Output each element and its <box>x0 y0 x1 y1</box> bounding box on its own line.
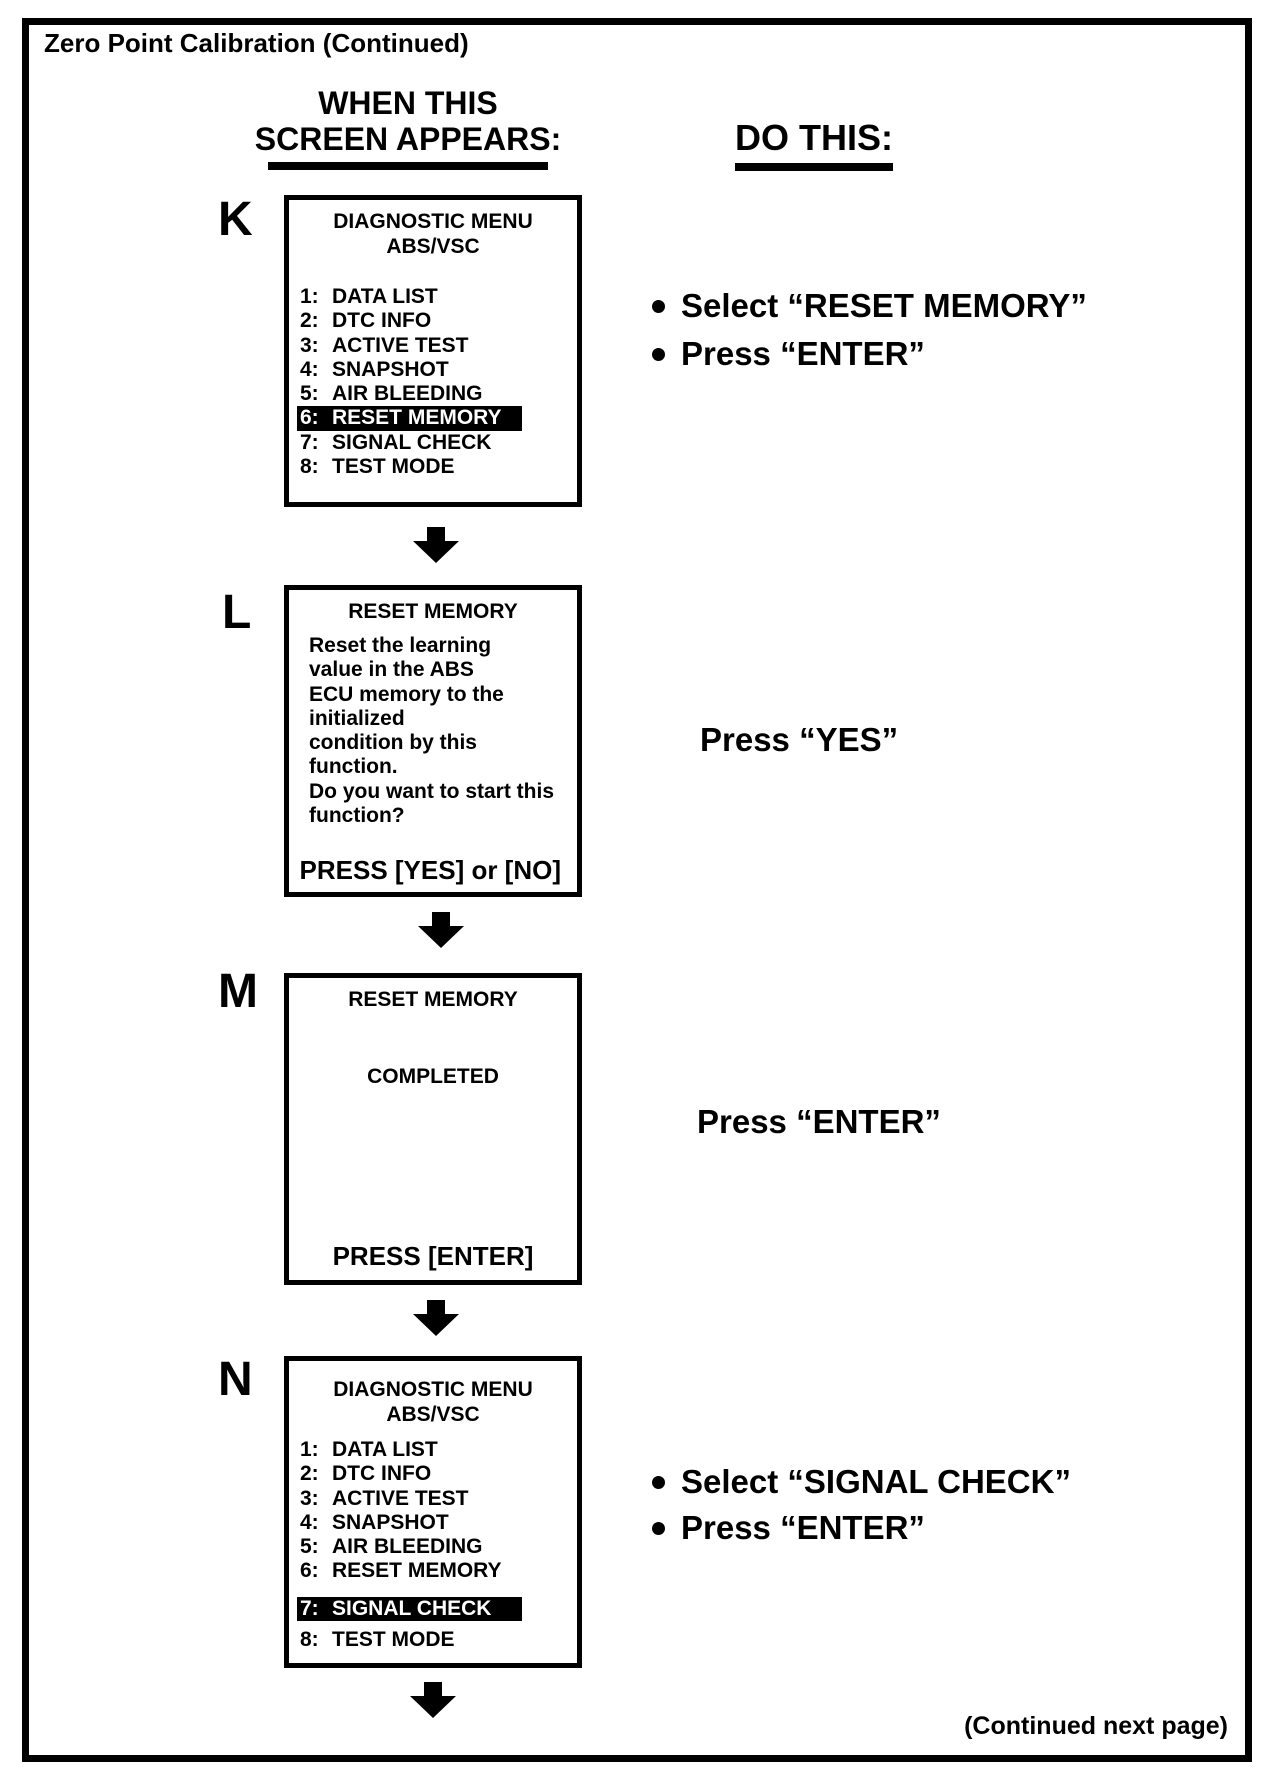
menu-item: 1:DATA LIST <box>300 1438 438 1461</box>
screen-title: RESET MEMORY <box>348 600 518 623</box>
instruction-bullet: Press “ENTER” <box>652 330 1087 378</box>
menu-item: 5:AIR BLEEDING <box>300 382 483 406</box>
menu-item: 2:DTC INFO <box>300 309 432 333</box>
menu-item: 3:ACTIVE TEST <box>300 333 469 357</box>
step-letter-m: M <box>218 965 258 1018</box>
menu-item-highlighted: 6:RESET MEMORY <box>289 406 577 431</box>
screen-l-reset-memory-confirm: RESET MEMORY Reset the learning value in… <box>284 585 582 897</box>
diagnostic-menu-list: 1:DATA LIST 2:DTC INFO 3:ACTIVE TEST 4:S… <box>289 285 577 479</box>
menu-item: 8:TEST MODE <box>300 1628 455 1652</box>
menu-gap <box>289 1621 577 1628</box>
screen-n-diagnostic-menu: DIAGNOSTIC MENU ABS/VSC 1:DATA LIST 2:DT… <box>284 1356 582 1668</box>
heading-line: WHEN THIS <box>318 85 498 121</box>
heading-underline <box>268 162 548 170</box>
when-this-screen-appears-heading: WHEN THIS SCREEN APPEARS: <box>255 85 561 170</box>
instruction-bullet: Press “ENTER” <box>652 1505 1071 1551</box>
instruction-bullet: Select “SIGNAL CHECK” <box>652 1459 1071 1505</box>
instructions-m: Press “ENTER” <box>697 1103 941 1140</box>
step-letter-l: L <box>222 586 252 639</box>
menu-item: 1:DATA LIST <box>300 285 438 308</box>
page-title: Zero Point Calibration (Continued) <box>44 28 469 58</box>
screen-footer-prompt: PRESS [YES] or [NO] <box>299 855 561 885</box>
menu-item: 4:SNAPSHOT <box>300 357 449 381</box>
menu-gap <box>289 1584 577 1597</box>
menu-item-highlighted: 7:SIGNAL CHECK <box>289 1596 577 1622</box>
screen-title: DIAGNOSTIC MENU <box>333 1378 533 1401</box>
down-arrow-icon <box>413 1300 459 1336</box>
screen-m-reset-memory-completed: RESET MEMORY COMPLETED PRESS [ENTER] <box>284 973 582 1285</box>
instructions-k: Select “RESET MEMORY” Press “ENTER” <box>652 282 1087 378</box>
continued-next-page-note: (Continued next page) <box>964 1712 1228 1740</box>
page-border <box>22 18 1252 1762</box>
screen-title: RESET MEMORY <box>348 988 518 1011</box>
bullet-icon <box>652 1521 665 1535</box>
menu-item: 4:SNAPSHOT <box>300 1510 449 1534</box>
down-arrow-icon <box>410 1682 456 1718</box>
diagnostic-menu-list: 1:DATA LIST 2:DTC INFO 3:ACTIVE TEST 4:S… <box>289 1438 577 1652</box>
instruction-bullet: Select “RESET MEMORY” <box>652 282 1087 330</box>
menu-item: 6:RESET MEMORY <box>300 1559 502 1583</box>
instructions-l: Press “YES” <box>700 721 899 758</box>
screen-footer-prompt: PRESS [ENTER] <box>332 1241 534 1271</box>
heading-underline <box>735 163 893 171</box>
down-arrow-icon <box>413 527 459 563</box>
heading-line: SCREEN APPEARS: <box>254 121 562 157</box>
screen-title: DIAGNOSTIC MENU <box>333 210 533 233</box>
bullet-icon <box>652 299 665 313</box>
menu-item: 2:DTC INFO <box>300 1462 432 1486</box>
bullet-icon <box>652 347 665 361</box>
bullet-icon <box>652 1475 665 1489</box>
instructions-n: Select “SIGNAL CHECK” Press “ENTER” <box>652 1459 1071 1551</box>
screen-status-text: COMPLETED <box>367 1065 499 1088</box>
heading-line: DO THIS: <box>735 117 893 158</box>
screen-body-text: Reset the learning value in the ABS ECU … <box>309 634 555 828</box>
do-this-heading: DO THIS: <box>735 118 893 171</box>
step-letter-k: K <box>218 193 253 246</box>
menu-item: 3:ACTIVE TEST <box>300 1486 469 1510</box>
menu-item: 7:SIGNAL CHECK <box>300 430 492 454</box>
menu-item: 5:AIR BLEEDING <box>300 1535 483 1559</box>
step-letter-n: N <box>218 1353 253 1406</box>
screen-k-diagnostic-menu: DIAGNOSTIC MENU ABS/VSC 1:DATA LIST 2:DT… <box>284 195 582 507</box>
menu-item: 8:TEST MODE <box>300 455 455 479</box>
down-arrow-icon <box>418 912 464 948</box>
screen-subtitle: ABS/VSC <box>386 1403 480 1426</box>
screen-subtitle: ABS/VSC <box>386 235 480 258</box>
